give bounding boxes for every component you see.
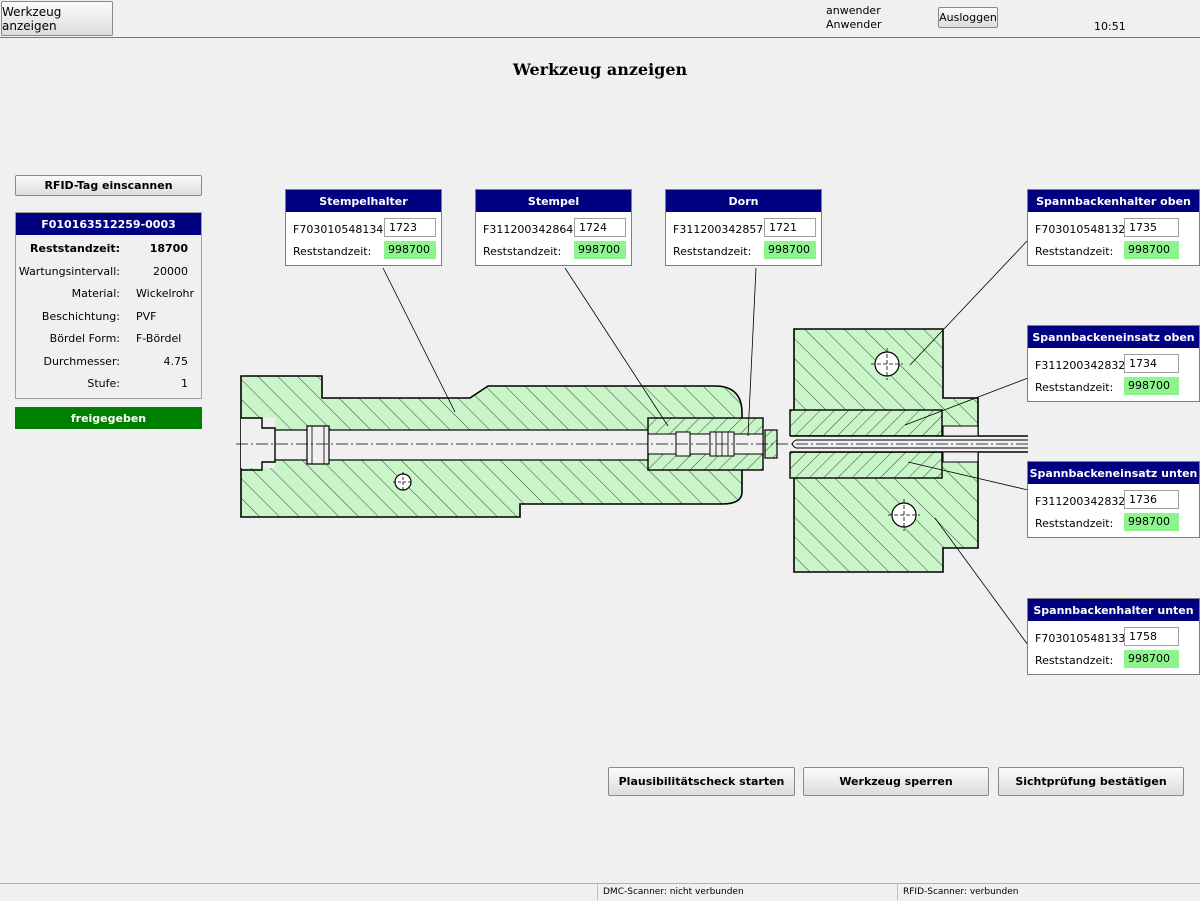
component-id-field[interactable]: 1735 [1124, 218, 1179, 237]
user-name-label: Anwender [826, 18, 882, 31]
info-row-stufe: Stufe: 1 [16, 377, 201, 393]
plausibility-check-button[interactable]: Plausibilitätscheck starten [608, 767, 795, 796]
info-label: Material: [71, 287, 120, 300]
info-label: Beschichtung: [41, 310, 120, 323]
card-title: Stempelhalter [286, 190, 441, 212]
component-id-field[interactable]: 1724 [574, 218, 626, 237]
top-bar [0, 0, 1200, 38]
info-label: Stufe: [87, 377, 120, 390]
rest-life-label: Reststandzeit: [1035, 245, 1114, 258]
info-value: PVF [136, 310, 157, 323]
rest-life-label: Reststandzeit: [483, 245, 562, 258]
rest-life-label: Reststandzeit: [1035, 517, 1114, 530]
card-spannbackeneinsatz-oben: Spannbackeneinsatz oben F311200342832 17… [1027, 325, 1200, 402]
card-title: Stempel [476, 190, 631, 212]
leader-lines [382, 239, 1029, 646]
rest-life-value: 998700 [384, 241, 436, 259]
component-id-field[interactable]: 1734 [1124, 354, 1179, 373]
card-stempel: Stempel F311200342864 1724 Reststandzeit… [475, 189, 632, 266]
component-id-field[interactable]: 1736 [1124, 490, 1179, 509]
card-spannbackenhalter-unten: Spannbackenhalter unten F703010548133 17… [1027, 598, 1200, 675]
release-status-badge: freigegeben [15, 407, 202, 429]
info-value: 18700 [149, 242, 188, 255]
card-title: Spannbackeneinsatz unten [1028, 462, 1199, 484]
tool-info-panel: F010163512259-0003 Reststandzeit: 18700 … [15, 212, 202, 399]
info-value: Wickelrohr [136, 287, 195, 300]
info-value: 4.75 [163, 355, 189, 368]
rest-life-label: Reststandzeit: [1035, 654, 1114, 667]
part-number: F311200342857 [673, 223, 764, 236]
info-row-material: Material: Wickelrohr [16, 287, 201, 303]
rest-life-label: Reststandzeit: [293, 245, 372, 258]
card-dorn: Dorn F311200342857 1721 Reststandzeit: 9… [665, 189, 822, 266]
rest-life-label: Reststandzeit: [673, 245, 752, 258]
card-spannbackeneinsatz-unten: Spannbackeneinsatz unten F311200342832 1… [1027, 461, 1200, 538]
component-id-field[interactable]: 1721 [764, 218, 816, 237]
rest-life-value: 998700 [1124, 650, 1179, 668]
card-title: Spannbackenhalter unten [1028, 599, 1199, 621]
info-row-boerdel-form: Bördel Form: F-Bördel [16, 332, 201, 348]
rest-life-label: Reststandzeit: [1035, 381, 1114, 394]
page-title: Werkzeug anzeigen [512, 60, 688, 79]
screen-title-button[interactable]: Werkzeug anzeigen [1, 1, 113, 36]
card-title: Spannbackeneinsatz oben [1028, 326, 1199, 348]
part-number: F703010548134 [293, 223, 384, 236]
rest-life-value: 998700 [1124, 513, 1179, 531]
logout-button[interactable]: Ausloggen [938, 7, 998, 28]
component-id-field[interactable]: 1758 [1124, 627, 1179, 646]
stempelhalter-part [240, 375, 743, 518]
tool-id-header: F010163512259-0003 [16, 213, 201, 235]
part-number: F703010548133 [1035, 632, 1126, 645]
component-id-field[interactable]: 1723 [384, 218, 436, 237]
rfid-scanner-status: RFID-Scanner: verbunden [903, 887, 1019, 897]
dmc-scanner-status: DMC-Scanner: nicht verbunden [603, 887, 744, 897]
confirm-visual-inspection-button[interactable]: Sichtprüfung bestätigen [998, 767, 1184, 796]
info-label: Durchmesser: [43, 355, 121, 368]
info-value: 1 [181, 377, 188, 390]
info-row-beschichtung: Beschichtung: PVF [16, 310, 201, 326]
part-number: F311200342832 [1035, 495, 1126, 508]
info-value: 20000 [153, 265, 188, 278]
part-number: F703010548132 [1035, 223, 1126, 236]
spannbacken-block [788, 328, 1028, 573]
info-label: Bördel Form: [49, 332, 120, 345]
status-bar [0, 883, 1200, 901]
rest-life-value: 998700 [764, 241, 816, 259]
status-separator [897, 884, 898, 900]
rfid-scan-button[interactable]: RFID-Tag einscannen [15, 175, 202, 196]
clock: 10:51 [1094, 20, 1126, 33]
part-number: F311200342864 [483, 223, 574, 236]
rest-life-value: 998700 [1124, 241, 1179, 259]
lock-tool-button[interactable]: Werkzeug sperren [803, 767, 989, 796]
card-title: Dorn [666, 190, 821, 212]
rest-life-value: 998700 [1124, 377, 1179, 395]
info-row-reststandzeit: Reststandzeit: 18700 [16, 242, 201, 258]
info-value: F-Bördel [136, 332, 182, 345]
info-row-wartungsintervall: Wartungsintervall: 20000 [16, 265, 201, 281]
part-number: F311200342832 [1035, 359, 1126, 372]
user-login-label: anwender [826, 4, 881, 17]
card-title: Spannbackenhalter oben [1028, 190, 1199, 212]
card-stempelhalter: Stempelhalter F703010548134 1723 Reststa… [285, 189, 442, 266]
card-spannbackenhalter-oben: Spannbackenhalter oben F703010548132 173… [1027, 189, 1200, 266]
info-label: Reststandzeit: [30, 242, 120, 255]
status-separator [597, 884, 598, 900]
info-label: Wartungsintervall: [18, 265, 120, 278]
rest-life-value: 998700 [574, 241, 626, 259]
info-row-durchmesser: Durchmesser: 4.75 [16, 355, 201, 371]
